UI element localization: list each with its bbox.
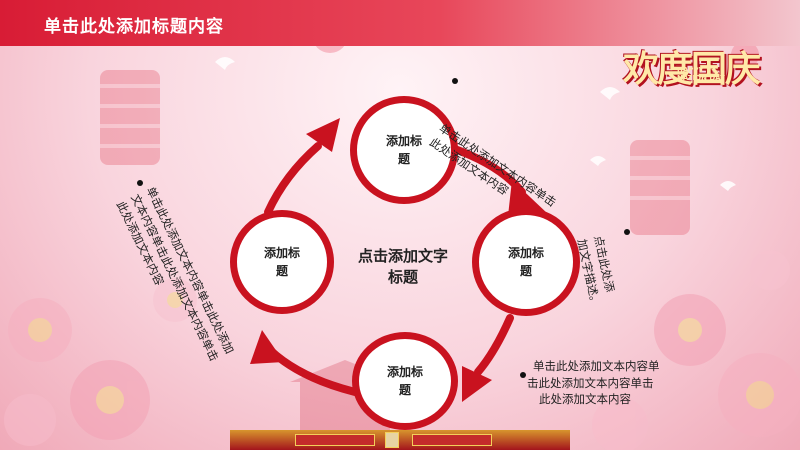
node-label: 添加标题 bbox=[263, 246, 300, 278]
node-label: 添加标题 bbox=[386, 365, 423, 397]
bullet-dot bbox=[624, 229, 630, 235]
badge-subtitle-line1: HAPPY bbox=[677, 66, 704, 74]
cycle-node-left[interactable]: 添加标题 bbox=[230, 210, 334, 314]
node-label: 添加标题 bbox=[385, 134, 422, 166]
bullet-dot bbox=[137, 180, 143, 186]
footer-strip bbox=[230, 430, 570, 450]
footer-plaque-left bbox=[295, 434, 375, 446]
bullet-dot bbox=[452, 78, 458, 84]
arrow-top-left bbox=[264, 142, 322, 216]
arrowhead-bottom-right bbox=[462, 366, 492, 402]
cycle-node-right[interactable]: 添加标题 bbox=[472, 208, 580, 316]
lantern-icon bbox=[100, 70, 160, 165]
lantern-icon bbox=[630, 140, 690, 235]
title-bar bbox=[0, 0, 800, 46]
node-label: 添加标题 bbox=[507, 246, 544, 278]
footer-portrait bbox=[385, 432, 399, 448]
note-bottom-right[interactable]: 单击此处添加文本内容单 击此处添加文本内容单击 此处添加文本内容 bbox=[527, 359, 660, 407]
badge-subtitle-line2: NATION DAY bbox=[677, 74, 725, 82]
cycle-node-top[interactable]: 添加标题 bbox=[350, 96, 458, 204]
bullet-dot bbox=[520, 372, 526, 378]
center-title[interactable]: 点击添加文字 标题 bbox=[357, 247, 448, 286]
arrowhead-top-left bbox=[306, 118, 340, 152]
arrowhead-bottom-left bbox=[250, 330, 284, 364]
footer-plaque-right bbox=[412, 434, 492, 446]
slide-title[interactable]: 单击此处添加标题内容 bbox=[44, 17, 224, 36]
arrow-bottom-right bbox=[474, 314, 514, 376]
badge-title: 欢度国庆 bbox=[623, 48, 761, 90]
cycle-node-bottom[interactable]: 添加标题 bbox=[352, 332, 458, 430]
festival-badge: 欢度国庆 HAPPY NATION DAY bbox=[615, 30, 785, 100]
note-right[interactable]: 点击此处添 加文字描述。 bbox=[575, 234, 617, 309]
arrow-bottom-left bbox=[266, 346, 359, 396]
note-left[interactable]: 单击此处添加文本内容单击此处添加 文本内容单击此处添加文本内容单击 此处添加文本… bbox=[113, 184, 237, 364]
